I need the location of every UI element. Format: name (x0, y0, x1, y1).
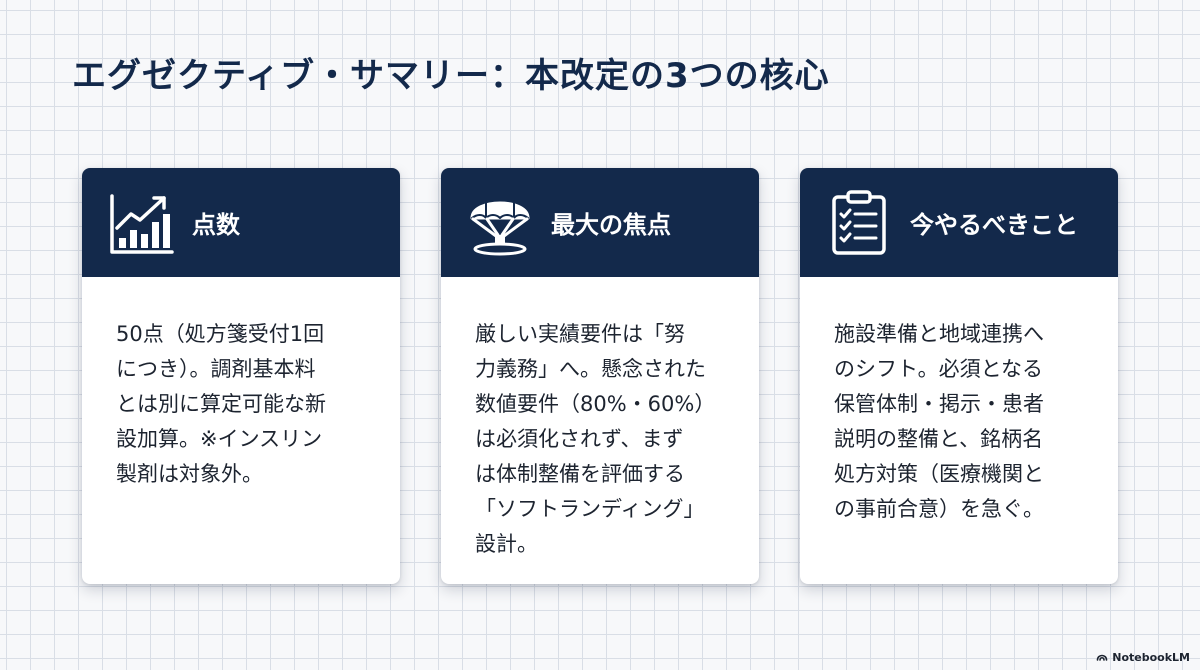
card-text-line: 説明の整備と、銘柄名 (834, 427, 1044, 451)
card-text-line: 処方対策（医療機関と (834, 462, 1044, 486)
card-text-line: につき）。調剤基本料 (116, 357, 316, 381)
card-text: 施設準備と地域連携へ のシフト。必須となる 保管体制・掲示・患者 説明の整備と、… (800, 277, 1118, 527)
card-actions: 今やるべきこと 施設準備と地域連携へ のシフト。必須となる 保管体制・掲示・患者… (800, 168, 1118, 584)
card-text-line: は必須化されず、まず (475, 427, 684, 451)
card-focus: 最大の焦点 厳しい実績要件は「努 力義務」へ。懸念された 数値要件（80%・60… (441, 168, 759, 584)
card-text-line: 製剤は対象外。 (116, 462, 263, 486)
card-text-line: 「ソフトランディング」 (475, 497, 705, 521)
card-header: 点数 (82, 168, 400, 277)
card-text-line: 設計。 (475, 532, 538, 556)
card-text-line: のシフト。必須となる (834, 357, 1043, 381)
card-text: 厳しい実績要件は「努 力義務」へ。懸念された 数値要件（80%・60%） は必須… (441, 277, 759, 562)
notebooklm-logo-icon (1096, 651, 1108, 664)
card-text-line: 保管体制・掲示・患者 (834, 392, 1044, 416)
card-text-line: 力義務」へ。懸念された (475, 357, 706, 381)
clipboard-checklist-icon (824, 188, 894, 258)
card-heading: 最大の焦点 (551, 211, 671, 239)
cards-row: 点数 50点（処方箋受付1回 につき）。調剤基本料 とは別に算定可能な新 設加算… (82, 168, 1118, 584)
card-header: 今やるべきこと (800, 168, 1118, 277)
notebooklm-badge: NotebookLM (1096, 651, 1190, 664)
card-text-line: 施設準備と地域連携へ (834, 322, 1044, 346)
card-header: 最大の焦点 (441, 168, 759, 277)
card-text-line: は体制整備を評価する (475, 462, 685, 486)
card-text-line: 数値要件（80%・60%） (475, 392, 716, 416)
parachute-icon (465, 188, 535, 258)
notebooklm-label: NotebookLM (1112, 651, 1190, 664)
page-title: エグゼクティブ・サマリー：本改定の3つの核心 (72, 56, 830, 96)
card-text-line: 50点（処方箋受付1回 (116, 322, 325, 346)
growth-chart-icon (106, 188, 176, 258)
card-text-line: の事前合意）を急ぐ。 (834, 497, 1044, 521)
card-text-line: とは別に算定可能な新 (116, 392, 326, 416)
card-heading: 点数 (192, 211, 240, 239)
card-text-line: 設加算。※インスリン (116, 427, 323, 451)
card-points: 点数 50点（処方箋受付1回 につき）。調剤基本料 とは別に算定可能な新 設加算… (82, 168, 400, 584)
card-heading: 今やるべきこと (910, 211, 1078, 239)
card-text: 50点（処方箋受付1回 につき）。調剤基本料 とは別に算定可能な新 設加算。※イ… (82, 277, 400, 492)
card-text-line: 厳しい実績要件は「努 (475, 322, 685, 346)
